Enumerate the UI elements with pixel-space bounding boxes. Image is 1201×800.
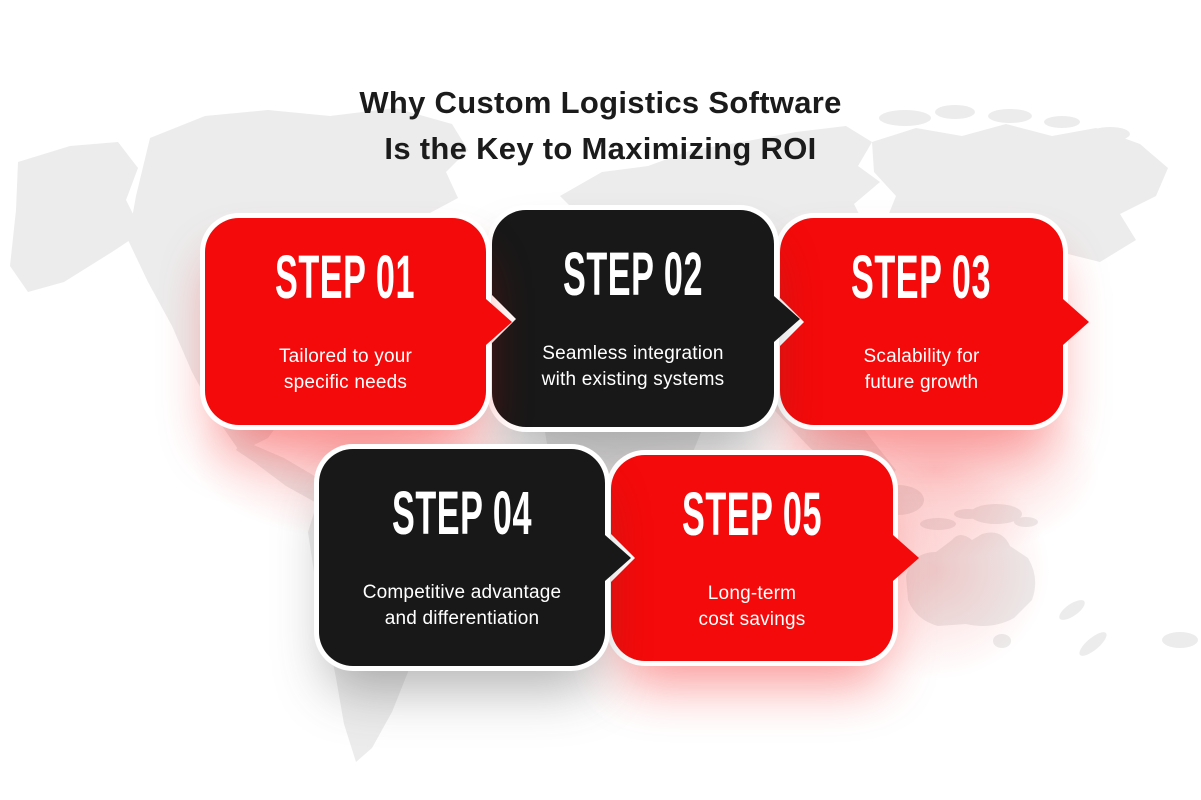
step-01-pointer-icon	[486, 298, 512, 345]
step-04-pointer-icon	[605, 534, 631, 581]
step-01-description: Tailored to your specific needs	[278, 346, 413, 393]
step-05-description: Long-term cost savings	[698, 582, 806, 630]
page-title-line-2: Is the Key to Maximizing ROI	[384, 131, 817, 166]
step-02-pointer-icon	[774, 295, 800, 342]
step-04-label: STEP 04	[391, 479, 533, 547]
step-02-label: STEP 02	[562, 240, 704, 308]
page-title-line-1: Why Custom Logistics Software	[359, 85, 842, 120]
step-01-card: STEP 01 Tailored to your specific needs	[205, 218, 512, 425]
step-04-description: Competitive advantage and differentiatio…	[362, 582, 562, 629]
step-03-pointer-icon	[1063, 298, 1089, 345]
step-01-label: STEP 01	[275, 243, 416, 311]
step-03-label: STEP 03	[851, 243, 992, 311]
step-03-description: Scalability for future growth	[863, 346, 980, 393]
page-title: Why Custom Logistics Software Is the Key…	[0, 80, 1201, 172]
step-05-card: STEP 05 Long-term cost savings	[605, 455, 919, 661]
step-03-card: STEP 03 Scalability for future growth	[774, 218, 1089, 425]
step-05-pointer-icon	[893, 535, 919, 581]
step-04-card: STEP 04 Competitive advantage and differ…	[319, 449, 631, 666]
step-02-card: STEP 02 Seamless integration with existi…	[486, 210, 800, 427]
step-02-description: Seamless integration with existing syste…	[541, 343, 725, 390]
step-05-label: STEP 05	[681, 479, 823, 548]
